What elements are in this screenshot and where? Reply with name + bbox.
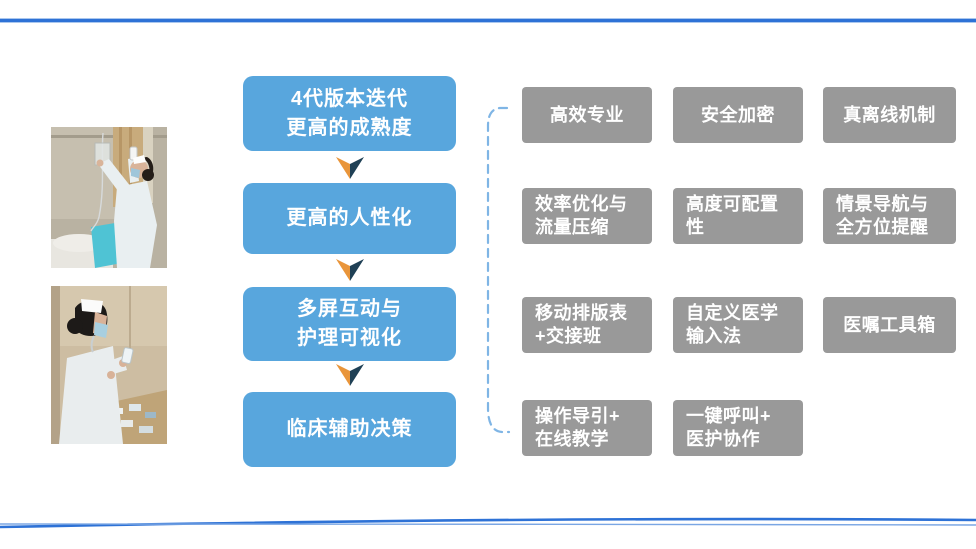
feature-line: 输入法 — [686, 326, 742, 346]
feature-line: 医嘱工具箱 — [843, 314, 936, 335]
feature-line: 流量压缩 — [535, 217, 609, 237]
feature-box-true-offline: 真离线机制 — [823, 87, 956, 143]
flow-step-line: 更高的成熟度 — [286, 116, 413, 139]
chevron-down-arrow-icon — [336, 259, 364, 281]
feature-line: 自定义医学 — [686, 303, 779, 323]
feature-box-one-key-call: 一键呼叫+ 医护协作 — [673, 400, 803, 456]
feature-line: 全方位提醒 — [836, 217, 929, 237]
photo-nurse-iv — [51, 127, 167, 268]
feature-line: 情景导航与 — [836, 194, 929, 214]
photo-nurse-medication — [51, 286, 167, 444]
feature-box-configurable: 高度可配置 性 — [673, 188, 803, 244]
feature-box-mobile-schedule: 移动排版表 +交接班 — [522, 297, 652, 353]
feature-box-traffic-compression: 效率优化与 流量压缩 — [522, 188, 652, 244]
flow-step-line: 护理可视化 — [297, 327, 402, 349]
feature-line: 操作导引+ — [535, 406, 621, 426]
feature-line: +交接班 — [535, 326, 602, 346]
feature-box-context-navigation: 情景导航与 全方位提醒 — [823, 188, 956, 244]
feature-line: 效率优化与 — [535, 194, 628, 214]
feature-line: 安全加密 — [701, 104, 775, 125]
dashed-bracket — [480, 100, 516, 440]
flow-step-line: 4代版本迭代 — [290, 87, 409, 110]
feature-box-guided-teaching: 操作导引+ 在线教学 — [522, 400, 652, 456]
feature-line: 移动排版表 — [535, 303, 628, 323]
flow-step-line: 更高的人性化 — [286, 207, 413, 229]
feature-line: 一键呼叫+ — [686, 406, 772, 426]
feature-line: 高效专业 — [550, 104, 624, 125]
flow-step-humanization: 更高的人性化 — [243, 183, 456, 254]
feature-box-medical-ime: 自定义医学 输入法 — [673, 297, 803, 353]
feature-line: 真离线机制 — [843, 104, 936, 125]
chevron-down-arrow-icon — [336, 364, 364, 386]
flow-step-version-maturity: 4代版本迭代 更高的成熟度 — [243, 76, 456, 151]
feature-box-order-toolbox: 医嘱工具箱 — [823, 297, 956, 353]
feature-line: 高度可配置 — [686, 194, 779, 214]
bottom-rule — [0, 500, 976, 544]
feature-line: 性 — [686, 217, 705, 237]
flow-step-clinical-decision: 临床辅助决策 — [243, 392, 456, 467]
flow-step-line: 多屏互动与 — [297, 298, 402, 320]
top-rule — [0, 18, 976, 23]
flow-step-line: 临床辅助决策 — [286, 418, 413, 440]
feature-line: 在线教学 — [535, 429, 609, 449]
feature-line: 医护协作 — [686, 429, 760, 449]
feature-box-efficient-professional: 高效专业 — [522, 87, 652, 143]
feature-box-secure-encryption: 安全加密 — [673, 87, 803, 143]
chevron-down-arrow-icon — [336, 157, 364, 179]
flow-step-multiscreen: 多屏互动与 护理可视化 — [243, 287, 456, 361]
